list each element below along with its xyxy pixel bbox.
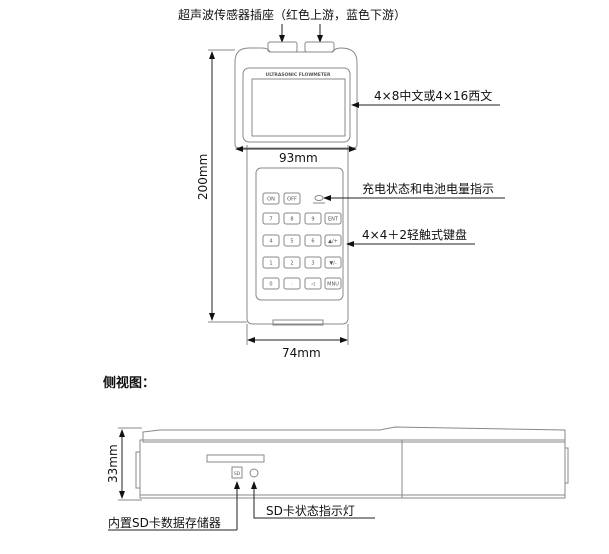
thickness-dimension-label: 33mm (106, 444, 120, 483)
key-label: 0 (269, 282, 272, 288)
key-1-3[interactable]: ENT (324, 212, 342, 225)
device-side: SD (135, 426, 569, 499)
key-2-0[interactable]: 4 (262, 234, 280, 247)
brand-text: ULTRASONIC FLOWMETER (266, 72, 331, 78)
key-1-0[interactable]: 7 (262, 212, 280, 225)
sd-card-icon (231, 466, 243, 479)
key-1-2[interactable]: 9 (304, 212, 322, 225)
key-label: 2 (290, 261, 293, 267)
key-0-1[interactable]: OFF (283, 192, 301, 205)
keypad: ON OFF 7 8 9 ENT 4 5 6 ▲/+ 1 2 3 ▼/- 0 · ◁ MNU (262, 192, 342, 290)
sensor-socket-upstream (267, 41, 298, 53)
key-label: ▼/- (329, 261, 337, 267)
key-label: 9 (311, 217, 314, 223)
key-label: ◁ (311, 282, 315, 288)
key-3-3[interactable]: ▼/- (324, 256, 342, 269)
height-dimension-label: 200mm (196, 154, 210, 200)
key-2-3[interactable]: ▲/+ (324, 234, 342, 247)
key-1-1[interactable]: 8 (283, 212, 301, 225)
sd-status-led (249, 468, 259, 478)
bottom-width-dimension-label: 74mm (282, 346, 321, 360)
sensor-socket-downstream (304, 41, 335, 53)
key-0-0[interactable]: ON (262, 192, 280, 205)
keypad-label: 4×4＋2轻触式键盘 (362, 227, 467, 242)
key-label: ON (267, 197, 275, 203)
top-width-dimension-label: 93mm (279, 151, 318, 165)
sd-storage-label: 内置SD卡数据存储器 (108, 515, 221, 530)
key-label: 7 (269, 217, 272, 223)
sd-indicator-label: SD卡状态指示灯 (266, 503, 355, 518)
key-2-1[interactable]: 5 (283, 234, 301, 247)
key-4-0[interactable]: 0 (262, 277, 280, 290)
key-label: ENT (328, 217, 339, 223)
key-3-2[interactable]: 3 (304, 256, 322, 269)
key-label: MNU (327, 282, 339, 288)
display-label: 4×8中文或4×16西文 (374, 88, 492, 103)
charge-indicator-label: 充电状态和电池电量指示 (362, 181, 494, 196)
sd-card-slot (206, 454, 265, 463)
key-label: OFF (287, 197, 297, 203)
key-2-2[interactable]: 6 (304, 234, 322, 247)
key-label: 4 (269, 239, 272, 245)
device-display-housing (234, 47, 358, 149)
key-label: 1 (269, 261, 272, 267)
keypad-panel (255, 167, 344, 301)
side-view-title: 侧视图： (103, 375, 155, 391)
key-4-3[interactable]: MNU (324, 277, 342, 290)
key-4-1[interactable]: · (283, 277, 301, 290)
device-front: ULTRASONIC FLOWMETER (234, 41, 358, 326)
sd-indicator-callout (251, 481, 375, 519)
charge-led (314, 195, 324, 201)
key-label: · (291, 282, 293, 288)
sensor-socket-label: 超声波传感器插座（红色上游，蓝色下游） (178, 7, 406, 22)
key-label: 6 (311, 239, 314, 245)
key-label: 5 (290, 239, 293, 245)
device-handle-body (246, 145, 349, 325)
bottom-connector (272, 319, 324, 326)
screen-bezel (242, 67, 351, 143)
key-3-0[interactable]: 1 (262, 256, 280, 269)
key-label: 8 (290, 217, 293, 223)
key-label: ▲/+ (328, 239, 338, 245)
sd-icon-text: SD (234, 471, 241, 477)
key-label: 3 (311, 261, 314, 267)
key-4-2[interactable]: ◁ (304, 277, 322, 290)
key-3-1[interactable]: 2 (283, 256, 301, 269)
lcd-screen (251, 78, 346, 137)
